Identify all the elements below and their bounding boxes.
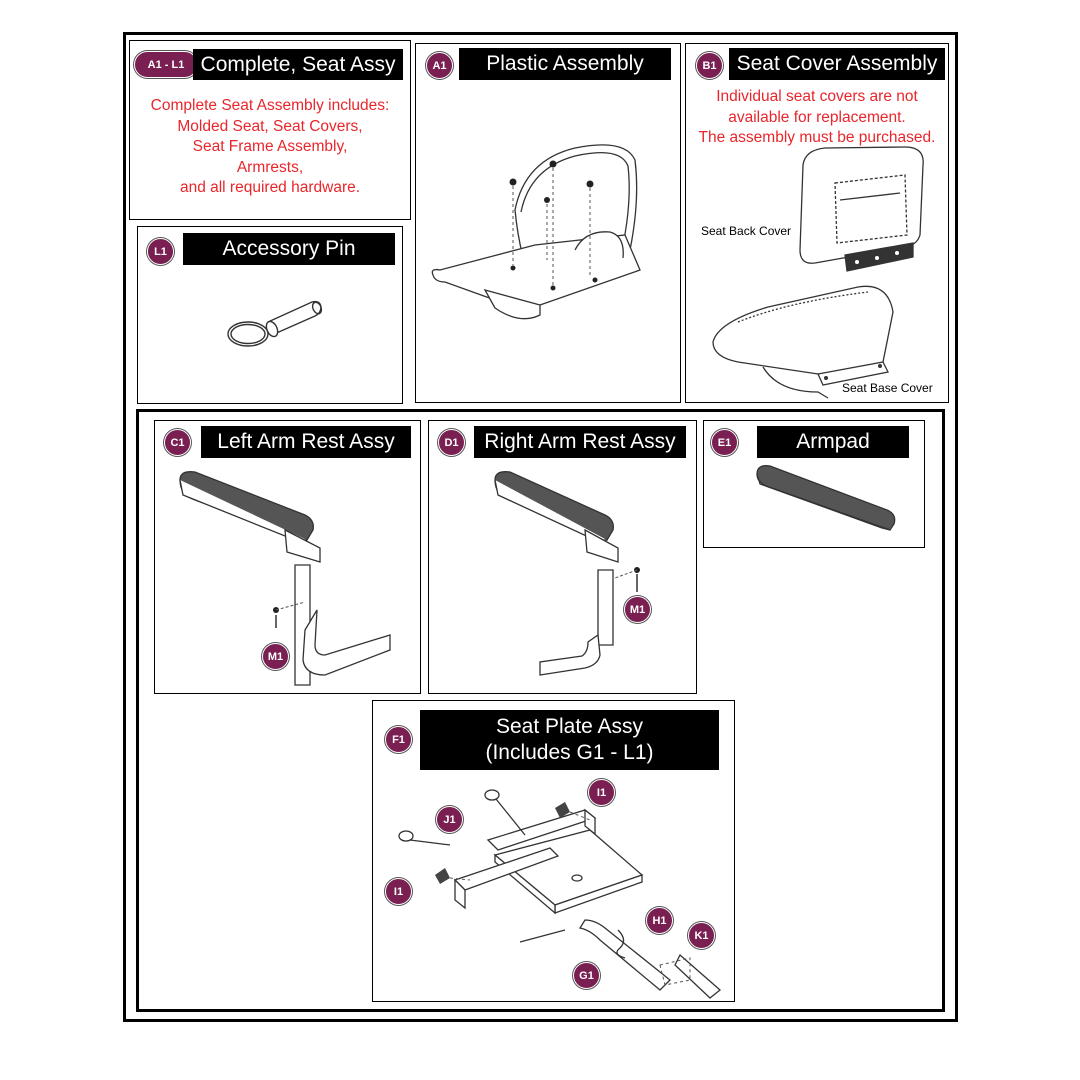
panel-title-seat-plate: Seat Plate Assy (Includes G1 - L1) [420, 710, 719, 770]
seat-plate-illustration [398, 789, 722, 999]
panel-right-arm-rest [428, 420, 697, 694]
right-arm-rest-illustration [494, 471, 640, 676]
accessory-pin-illustration [227, 300, 323, 347]
callout-m1-left: M1 [262, 643, 289, 670]
note-line: The assembly must be purchased. [698, 129, 936, 146]
inner-frame [136, 409, 945, 1012]
badge-f1: F1 [385, 726, 412, 753]
seat-plate-title-line1: Seat Plate Assy [495, 715, 644, 738]
badge-e1: E1 [711, 429, 738, 456]
note-line: Individual seat covers are not [716, 88, 918, 105]
callout-k1: K1 [688, 922, 715, 949]
complete-seat-note: Complete Seat Assembly includes: Molded … [132, 96, 408, 199]
outer-frame [123, 32, 958, 1022]
seat-base-cover-illustration [712, 285, 894, 399]
seat-base-cover-label: Seat Base Cover [842, 381, 933, 395]
callout-g1: G1 [573, 962, 600, 989]
callout-h1: H1 [646, 907, 673, 934]
panel-title-right-arm-rest: Right Arm Rest Assy [474, 426, 686, 458]
callout-j1: J1 [436, 806, 463, 833]
note-line: and all required hardware. [179, 179, 361, 196]
panel-title-plastic-assembly: Plastic Assembly [459, 48, 671, 80]
seat-cover-note: Individual seat covers are not available… [685, 87, 949, 149]
badge-b1: B1 [696, 52, 723, 79]
note-line: Complete Seat Assembly includes: [150, 97, 390, 114]
note-line: Seat Frame Assembly, [192, 138, 348, 155]
seat-plate-title-line2: (Includes G1 - L1) [485, 741, 654, 764]
armpad-illustration [756, 465, 896, 531]
badge-l1: L1 [147, 238, 174, 265]
badge-d1: D1 [438, 429, 465, 456]
plastic-seat-illustration [431, 144, 641, 320]
seat-back-cover-label: Seat Back Cover [701, 224, 792, 238]
panel-title-armpad: Armpad [757, 426, 909, 458]
left-arm-rest-illustration [179, 471, 391, 686]
seat-back-cover-illustration [799, 146, 924, 272]
panel-title-seat-cover: Seat Cover Assembly [729, 48, 945, 80]
callout-m1-right: M1 [624, 596, 651, 623]
callout-i1-left: I1 [385, 878, 412, 905]
callout-i1-top: I1 [588, 779, 615, 806]
badge-c1: C1 [164, 429, 191, 456]
note-line: Molded Seat, Seat Covers, [177, 117, 363, 135]
note-line: available for replacement. [728, 108, 906, 126]
panel-title-complete-seat: Complete, Seat Assy [193, 49, 403, 80]
badge-a1-l1: A1 - L1 [134, 51, 198, 78]
badge-a1: A1 [426, 52, 453, 79]
note-line: Armrests, [236, 158, 304, 176]
panel-title-accessory-pin: Accessory Pin [183, 233, 395, 265]
panel-title-left-arm-rest: Left Arm Rest Assy [201, 426, 411, 458]
